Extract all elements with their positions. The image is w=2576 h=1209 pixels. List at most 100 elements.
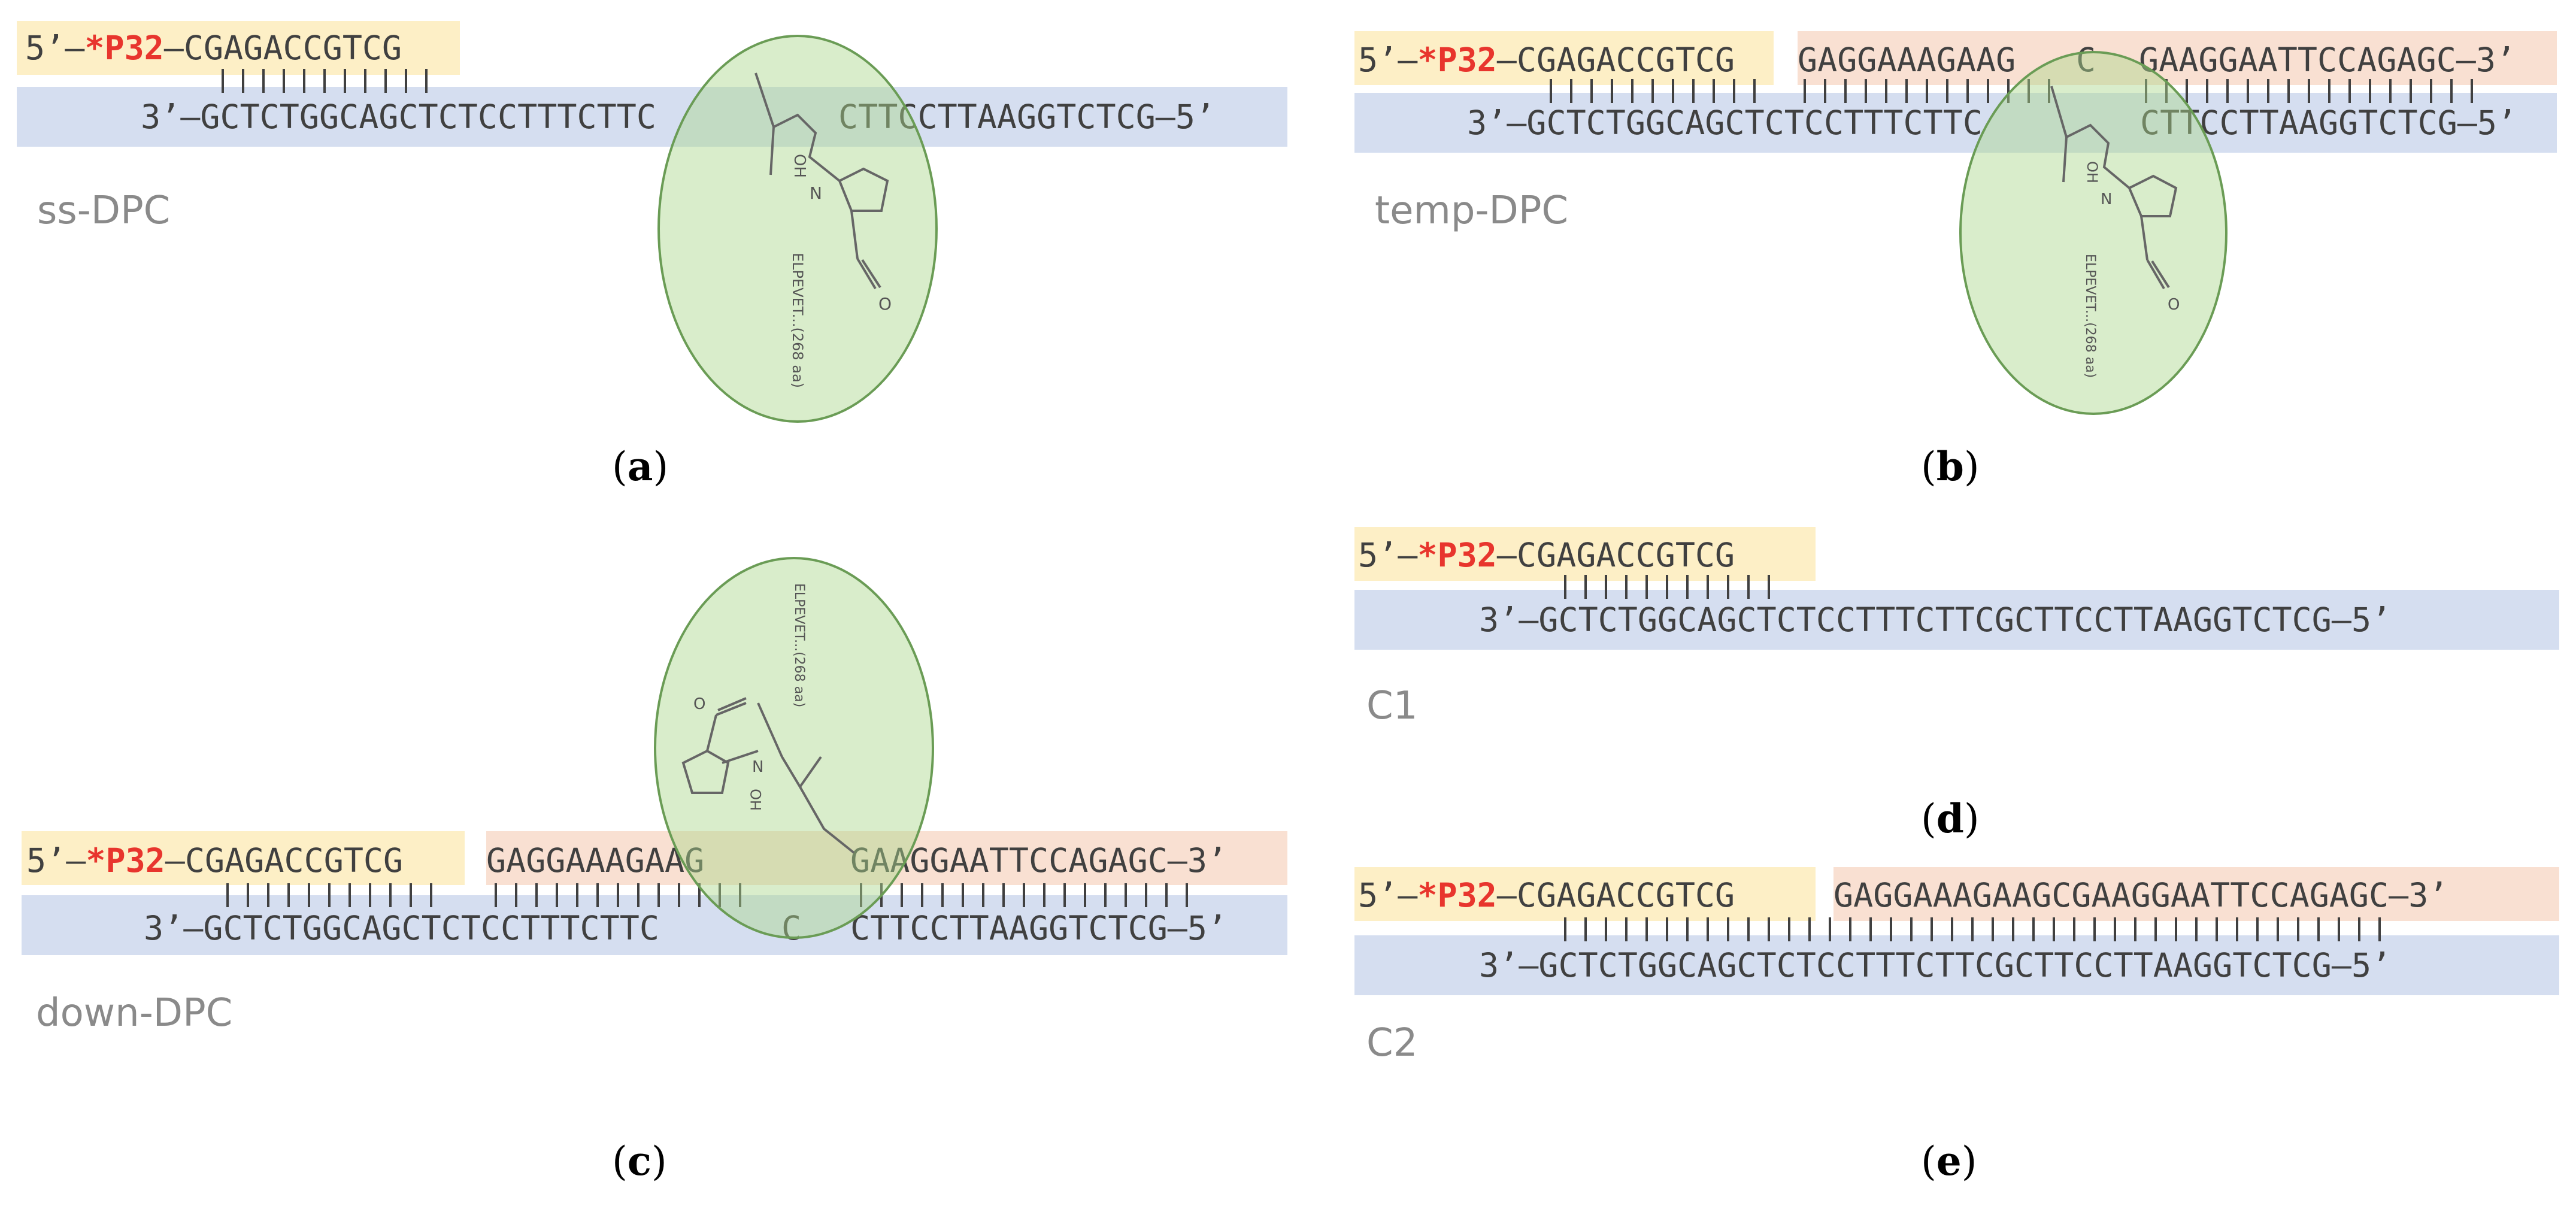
- base-pair-tick: [308, 883, 310, 907]
- base-pair-tick: [2308, 79, 2310, 103]
- base-pair-tick: [1645, 917, 1648, 941]
- base-pair-tick: [369, 883, 371, 907]
- base-pair-tick: [921, 883, 923, 907]
- base-pair-tick: [1165, 883, 1168, 907]
- base-pair-tick: [222, 69, 224, 93]
- adduct-structure: N O HO ELPEVET...(268 aa): [681, 583, 855, 854]
- adduct-structure: N O OH ELPEVET...(268 aa): [754, 72, 892, 388]
- panel-label: down-DPC: [36, 991, 233, 1035]
- base-pair-tick: [1645, 575, 1648, 599]
- base-pair-tick: [617, 883, 619, 907]
- base-pair-tick: [1804, 79, 1806, 103]
- base-pair-tick: [1971, 917, 1974, 941]
- base-pair-tick: [2378, 917, 2381, 941]
- base-pair-tick: [1104, 883, 1107, 907]
- base-pair-tick: [1145, 883, 1147, 907]
- base-pair-tick: [1605, 917, 1607, 941]
- base-pair-tick: [1733, 79, 1735, 103]
- base-pair-tick: [323, 69, 326, 93]
- primer-strand: 5’–*P32–CGAGACCGTCG: [25, 29, 402, 67]
- base-pair-tick: [1686, 575, 1689, 599]
- protein-adduct-ellipse: N O OH ELPEVET...(268 aa): [657, 35, 938, 423]
- base-pair-tick: [1651, 79, 1654, 103]
- base-pair-tick: [1672, 79, 1674, 103]
- template-strand-left: 3’–GCTCTGGCAGCTCTCCTTTCTTC: [144, 909, 659, 947]
- svg-text:N: N: [752, 758, 763, 776]
- base-pair-tick: [2206, 79, 2208, 103]
- base-pair-tick: [1692, 79, 1695, 103]
- panel-label: ss-DPC: [37, 189, 171, 233]
- base-pair-tick: [1564, 575, 1566, 599]
- template-strand: 3’–GCTCTGGCAGCTCTCCTTTCTTCGCTTCCTTAAGGTC…: [1479, 601, 2392, 639]
- base-pair-tick: [1631, 79, 1634, 103]
- base-pair-tick: [1885, 79, 1887, 103]
- base-pair-tick: [247, 883, 249, 907]
- primer-band: [1354, 867, 1816, 921]
- base-pair-tick: [2328, 79, 2330, 103]
- panel-caption: (e): [1921, 1138, 1977, 1184]
- base-pair-tick: [2450, 79, 2453, 103]
- base-pair-tick: [1043, 883, 1045, 907]
- svg-text:O: O: [693, 695, 705, 713]
- base-pair-tick: [1747, 917, 1750, 941]
- base-pair-tick: [2256, 917, 2259, 941]
- template-strand: 3’–GCTCTGGCAGCTCTCCTTTCTTCGCTTCCTTAAGGTC…: [1479, 946, 2392, 984]
- base-pair-tick: [1992, 917, 1994, 941]
- downstream-strand-left: GAGGAAAGAAG: [1798, 41, 2016, 79]
- base-pair-tick: [1824, 79, 1826, 103]
- base-pair-tick: [287, 883, 290, 907]
- panel-label: C1: [1366, 684, 1418, 728]
- base-pair-tick: [2389, 79, 2392, 103]
- base-pair-tick: [389, 883, 392, 907]
- base-pair-tick: [2348, 79, 2351, 103]
- base-pair-tick: [262, 69, 265, 93]
- base-pair-tick: [2317, 917, 2320, 941]
- base-pair-tick: [1905, 79, 1908, 103]
- primer-band: [22, 831, 465, 885]
- downstream-band: [1833, 867, 2559, 921]
- base-pair-tick: [1063, 883, 1066, 907]
- base-pair-tick: [2338, 917, 2340, 941]
- base-pair-tick: [2410, 79, 2412, 103]
- base-pair-tick: [1890, 917, 1892, 941]
- template-band: [17, 87, 1287, 147]
- base-pair-tick: [1564, 917, 1566, 941]
- base-pair-tick: [1611, 79, 1613, 103]
- base-pair-tick: [2277, 917, 2279, 941]
- svg-text:ELPEVET...(268 aa): ELPEVET...(268 aa): [2083, 254, 2098, 378]
- base-pair-tick: [1727, 575, 1729, 599]
- base-pair-tick: [405, 69, 407, 93]
- base-pair-tick: [1829, 917, 1831, 941]
- svg-text:HO: HO: [748, 789, 765, 811]
- base-pair-tick: [2114, 917, 2116, 941]
- base-pair-tick: [2032, 917, 2035, 941]
- base-pair-tick: [1590, 79, 1593, 103]
- base-pair-tick: [495, 883, 497, 907]
- base-pair-tick: [515, 883, 517, 907]
- base-pair-tick: [2297, 917, 2299, 941]
- base-pair-tick: [535, 883, 538, 907]
- base-pair-tick: [328, 883, 331, 907]
- base-pair-tick: [2175, 917, 2177, 941]
- base-pair-tick: [2267, 79, 2269, 103]
- base-pair-tick: [425, 69, 428, 93]
- base-pair-tick: [430, 883, 432, 907]
- base-pair-tick: [1666, 575, 1668, 599]
- base-pair-tick: [2093, 917, 2096, 941]
- base-pair-tick: [1584, 575, 1587, 599]
- base-pair-tick: [1713, 79, 1715, 103]
- panel-caption: (d): [1921, 795, 1980, 842]
- svg-text:OH: OH: [790, 154, 808, 178]
- base-pair-tick: [1869, 917, 1872, 941]
- base-pair-tick: [410, 883, 412, 907]
- base-pair-tick: [2430, 79, 2432, 103]
- protein-adduct-ellipse: N O HO ELPEVET...(268 aa): [654, 557, 934, 939]
- base-pair-tick: [2287, 79, 2290, 103]
- primer-strand: 5’–*P32–CGAGACCGTCG: [1358, 876, 1735, 914]
- svg-text:O: O: [878, 294, 892, 314]
- panel-caption: (c): [612, 1138, 667, 1184]
- base-pair-tick: [1865, 79, 1867, 103]
- base-pair-tick: [941, 883, 944, 907]
- base-pair-tick: [2195, 917, 2198, 941]
- primer-strand: 5’–*P32–CGAGACCGTCG: [1358, 536, 1735, 574]
